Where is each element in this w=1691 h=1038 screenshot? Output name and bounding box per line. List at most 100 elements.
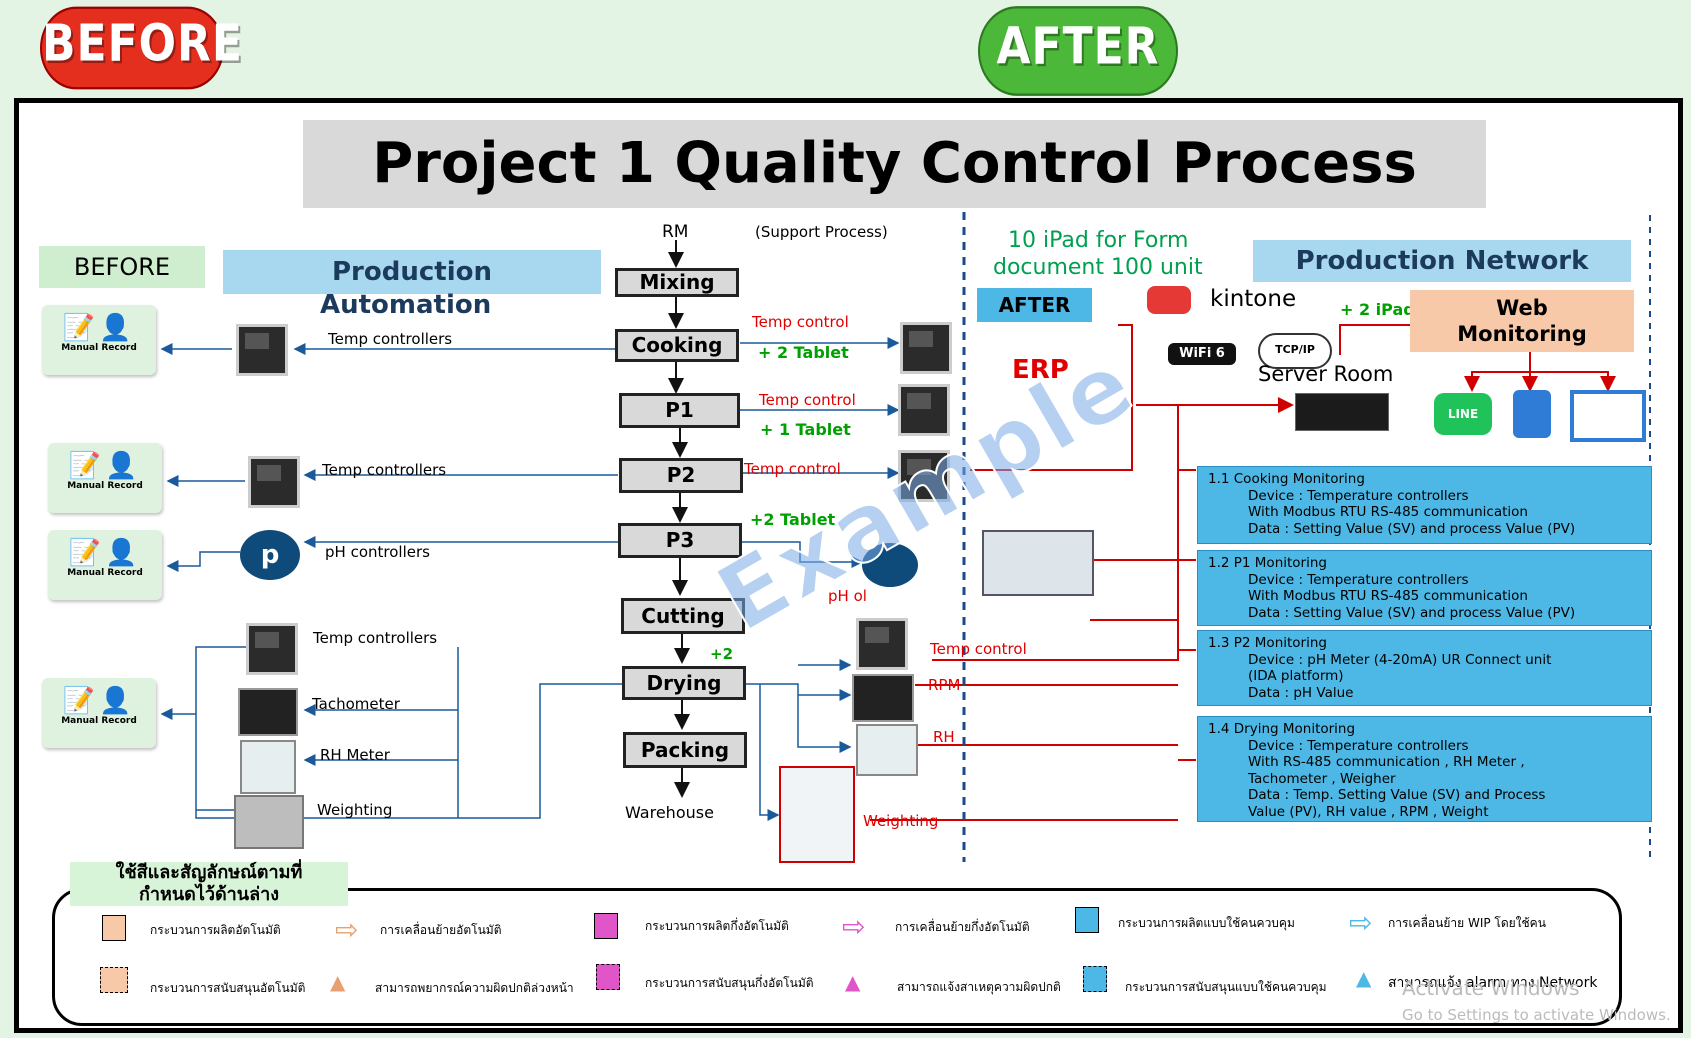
manual-record-icon: 📝👤 [68,451,142,481]
support-process-label: (Support Process) [755,223,888,241]
legend-label: กระบวนการผลิตแบบใช้คนควบคุม [1118,916,1295,930]
production-network-header: Production Network [1253,240,1631,282]
info-line: 1.1 Cooking Monitoring [1208,471,1365,487]
dashboard-monitor-icon [1570,390,1646,442]
info-line: Device : Temperature controllers [1248,487,1469,504]
process-step-drying: Drying [622,666,746,700]
ipad-plus-label: + 2 iPad [1340,300,1415,319]
wifi6-badge: WiFi 6 [1168,343,1236,365]
web-monitoring-label: Web [1496,296,1548,320]
weighting-label: Weighting [317,801,393,819]
weighing-station-icon [779,766,855,863]
manual-record-label: Manual Record [61,716,137,726]
legend-swatch-semi-production [594,913,618,939]
process-step-p2: P2 [619,458,743,493]
info-line: 1.3 P2 Monitoring [1208,635,1327,651]
temp-controllers-label: Temp controllers [322,461,447,479]
after-label: AFTER [977,288,1092,322]
p3-tablet-label: +2 Tablet [750,510,836,529]
info-box-p1: 1.2 P1 Monitoring Device : Temperature c… [1197,550,1652,626]
cooking-temp-control-label: Temp control [752,313,849,331]
warehouse-label: Warehouse [625,803,714,822]
drying-tablet-label: +2 [710,645,734,663]
legend-title: ใช้สีและสัญลักษณ์ตามที่ กำหนดไว้ด้านล่าง [70,862,348,906]
temp-controller-icon [248,456,300,508]
tachometer-icon [852,674,914,722]
kintone-logo-icon [1147,286,1191,314]
info-line: 1.2 P1 Monitoring [1208,555,1327,571]
info-line: With RS-485 communication , RH Meter , [1248,754,1525,770]
manual-record-card: 📝👤 Manual Record [42,678,156,748]
ipad-note: 10 iPad for Form [1008,228,1189,253]
legend-label: สามารถแจ้งสาเหตุความผิดปกติ [897,980,1061,994]
legend-label: สามารถพยากรณ์ความผิดปกติล่วงหน้า [375,981,574,995]
info-line: Data : Temp. Setting Value (SV) and Proc… [1248,787,1546,803]
legend-box [52,888,1622,1026]
server-room-label: Server Room [1258,362,1394,386]
temp-controller-icon [236,324,288,376]
process-step-p1: P1 [619,393,740,428]
legend-label: การเคลื่อนย้ายกึ่งอัตโนมัติ [895,920,1030,934]
tachometer-icon [238,688,298,736]
info-line: Value (PV), RH value , RPM , Weight [1248,803,1489,820]
activate-windows-notice: Activate Windows [1402,976,1580,1000]
production-automation-header: Production [223,250,601,294]
legend-triangle-alarm-icon: ▲ [1356,966,1372,990]
legend-arrow-auto-icon: ⇨ [335,913,359,946]
temp-controller-icon [898,450,950,502]
legend-swatch-manual-support [1083,966,1107,992]
p1-temp-control-label: Temp control [759,391,856,409]
web-monitoring-box: Web Monitoring [1410,290,1634,352]
info-line: Data : Setting Value (SV) and process Va… [1248,520,1576,537]
legend-swatch-auto-production [102,915,126,941]
info-line: Device : pH Meter (4-20mA) UR Connect un… [1248,651,1552,668]
temp-controller-icon [898,384,950,436]
legend-label: สามารถแจ้ง alarm ทาง Network [1388,975,1598,991]
drying-temp-control-label: Temp control [930,640,1027,658]
ph-control-label: pH ol [828,587,867,605]
line-app-icon: LINE [1434,393,1492,435]
rm-label: RM [662,222,689,242]
manual-record-icon: 📝👤 [68,538,142,568]
legend-triangle-cause-icon: ▲ [845,970,861,994]
info-line: Data : pH Value [1248,684,1354,701]
io-module-icon [982,530,1094,596]
rh-meter-icon [856,724,918,776]
process-step-packing: Packing [623,732,747,768]
before-badge: BEFORE [40,6,242,90]
cloud-icon: TCP/IP [1258,333,1332,369]
ph-controllers-label: pH controllers [325,543,430,561]
weighing-scale-icon [234,795,304,849]
legend-arrow-manual-icon: ⇨ [1349,906,1373,939]
legend-triangle-predict-icon: ▲ [330,970,346,994]
p1-tablet-label: + 1 Tablet [760,420,851,439]
temp-controller-icon [246,623,298,675]
process-step-cutting: Cutting [621,598,745,634]
server-rack-icon [1295,393,1389,431]
after-badge: AFTER [978,6,1178,96]
legend-label: กระบวนการสนับสนุนแบบใช้คนควบคุม [1125,980,1327,994]
tachometer-label: Tachometer [312,695,400,713]
rh-label: RH [933,728,955,746]
info-box-cooking: 1.1 Cooking Monitoring Device : Temperat… [1197,466,1652,544]
rh-meter-icon [240,740,296,794]
legend-label: กระบวนการผลิตกึ่งอัตโนมัติ [645,919,789,933]
info-line: With Modbus RTU RS-485 communication [1248,588,1528,604]
manual-record-icon: 📝👤 [62,313,136,343]
manual-record-card: 📝👤 Manual Record [42,305,156,375]
temp-controllers-label: Temp controllers [313,629,438,647]
cooking-tablet-label: + 2 Tablet [758,343,849,362]
info-box-p2: 1.3 P2 Monitoring Device : pH Meter (4-2… [1197,630,1652,706]
web-monitoring-label: Monitoring [1457,322,1587,346]
weighting-label: Weighting [863,812,939,830]
info-line: Device : Temperature controllers [1248,571,1469,588]
manual-record-icon: 📝👤 [62,686,136,716]
legend-label: กระบวนการสนับสนุนอัตโนมัติ [150,981,306,995]
legend-label: กระบวนการผลิตอัตโนมัติ [150,923,281,937]
ipad-note: document 100 unit [993,255,1203,280]
temp-controllers-label: Temp controllers [328,330,453,348]
diagram-title: Project 1 Quality Control Process [303,120,1486,208]
legend-title-line: ใช้สีและสัญลักษณ์ตามที่ [115,862,303,883]
temp-controller-icon [900,322,952,374]
